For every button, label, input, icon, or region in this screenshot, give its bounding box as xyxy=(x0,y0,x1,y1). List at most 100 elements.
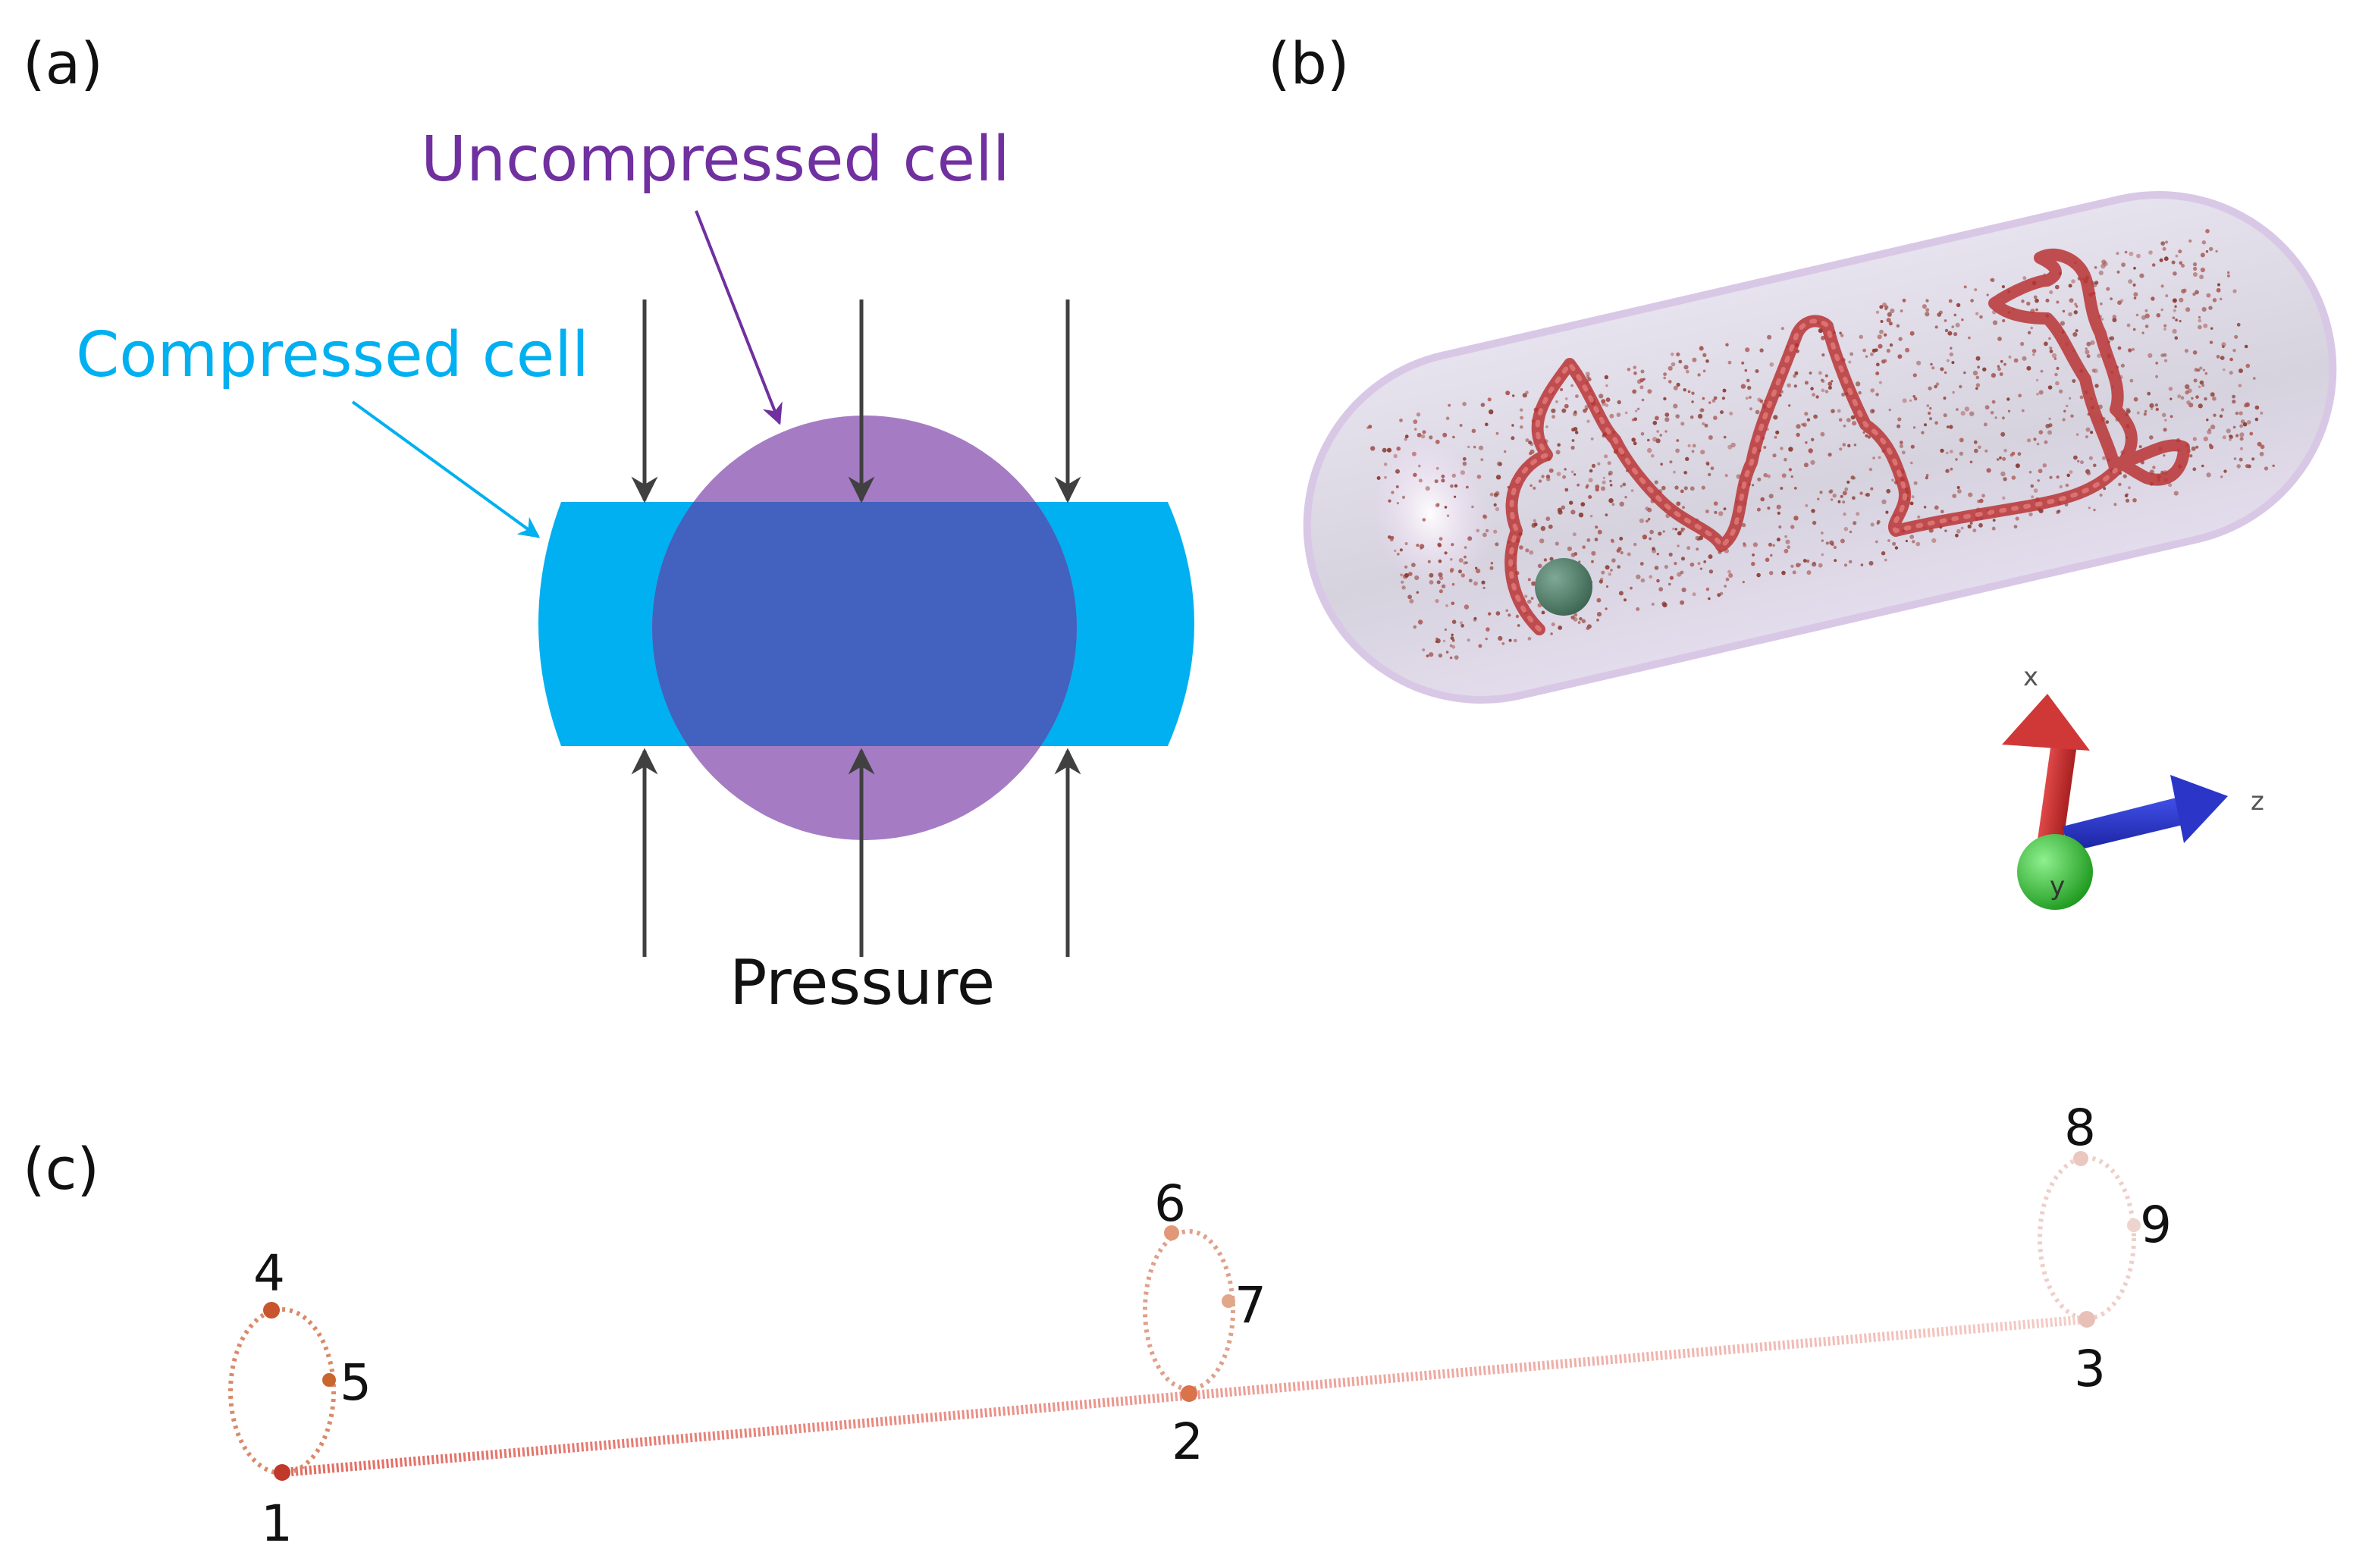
particle xyxy=(1818,563,1823,568)
particle xyxy=(1524,594,1528,598)
particle xyxy=(1829,540,1834,545)
particle xyxy=(1742,581,1745,584)
particle xyxy=(1656,430,1660,433)
particle xyxy=(1740,384,1746,389)
particle xyxy=(1883,333,1887,337)
particle xyxy=(2011,451,2016,456)
particle xyxy=(1624,496,1627,499)
particle xyxy=(2232,400,2236,404)
particle xyxy=(2205,229,2210,234)
particle xyxy=(1879,329,1884,334)
particle xyxy=(1961,318,1964,321)
particle xyxy=(1659,434,1662,437)
particle xyxy=(1878,456,1881,459)
bead-3 xyxy=(2079,1311,2095,1328)
node-label-8: 8 xyxy=(2064,1099,2096,1157)
particle xyxy=(1828,381,1833,387)
particle xyxy=(1616,548,1620,553)
particle xyxy=(1585,485,1589,489)
particle xyxy=(2054,284,2060,290)
particle xyxy=(2192,292,2196,296)
particle xyxy=(2097,353,2101,359)
particle xyxy=(2085,435,2088,439)
particle xyxy=(1991,400,1996,404)
particle xyxy=(2164,419,2167,422)
particle xyxy=(1570,615,1575,619)
particle xyxy=(2136,411,2140,415)
particle xyxy=(2035,308,2038,312)
particle xyxy=(1399,419,1403,422)
particle xyxy=(1416,591,1420,594)
particle xyxy=(2022,276,2027,281)
particle xyxy=(1944,319,1947,322)
particle xyxy=(1774,435,1777,439)
particle xyxy=(1654,566,1659,570)
particle xyxy=(1853,521,1857,525)
particle xyxy=(1649,537,1652,541)
particle xyxy=(2038,390,2044,395)
particle xyxy=(1751,562,1755,566)
particle xyxy=(1607,461,1611,466)
particle xyxy=(2179,261,2183,265)
particle xyxy=(1617,565,1620,569)
uncompressed-pointer-arrow xyxy=(695,210,783,425)
particle xyxy=(1545,425,1548,428)
particle xyxy=(2080,460,2084,465)
particle xyxy=(1790,564,1794,568)
particle xyxy=(1545,516,1551,522)
particle xyxy=(2116,270,2120,274)
particle xyxy=(1605,397,1611,403)
particle xyxy=(1776,504,1781,510)
particle xyxy=(1609,413,1614,419)
particle xyxy=(1620,550,1624,555)
particle xyxy=(1943,413,1947,418)
particle xyxy=(2173,271,2177,276)
particle xyxy=(1972,528,1977,533)
particle xyxy=(2259,451,2264,456)
particle xyxy=(2199,380,2204,385)
particle xyxy=(2144,325,2149,328)
particle xyxy=(2054,372,2058,377)
particle xyxy=(1438,575,1444,581)
particle xyxy=(1852,496,1856,500)
particle xyxy=(1596,612,1602,617)
particle xyxy=(1747,385,1752,390)
particle xyxy=(2163,324,2167,328)
particle xyxy=(2138,445,2142,449)
particle xyxy=(1676,501,1681,506)
particle xyxy=(1760,497,1765,502)
particle xyxy=(2000,471,2006,477)
particle xyxy=(1464,555,1467,559)
particle xyxy=(1633,371,1637,375)
panel-c: (c) 1 2 3 4 5 6 7 8 9 xyxy=(23,1099,2172,1553)
particle xyxy=(1417,619,1423,625)
particle xyxy=(1482,586,1486,590)
particle xyxy=(2239,424,2244,428)
particle xyxy=(1467,445,1470,449)
particle xyxy=(1438,653,1443,658)
particle xyxy=(1910,461,1913,465)
particle xyxy=(1505,390,1511,396)
particle xyxy=(1959,384,1962,389)
particle xyxy=(1838,418,1843,422)
particle xyxy=(1708,597,1711,601)
particle xyxy=(2249,431,2254,436)
particle xyxy=(1435,640,1438,643)
particle xyxy=(2075,329,2079,333)
particle xyxy=(1689,415,1694,419)
particle xyxy=(1974,288,1978,292)
particle xyxy=(1368,425,1373,429)
particle xyxy=(1493,529,1498,534)
particle xyxy=(1794,371,1799,375)
particle xyxy=(1645,506,1649,511)
particle xyxy=(2170,397,2173,400)
compressed-pointer-arrow xyxy=(351,400,541,538)
particle xyxy=(2191,446,2196,451)
particle xyxy=(2244,344,2248,349)
particle xyxy=(2161,412,2166,418)
particle xyxy=(1950,467,1953,471)
particle xyxy=(1875,540,1878,544)
particle xyxy=(1570,384,1573,387)
particle xyxy=(2213,413,2217,417)
particle xyxy=(2254,405,2260,410)
